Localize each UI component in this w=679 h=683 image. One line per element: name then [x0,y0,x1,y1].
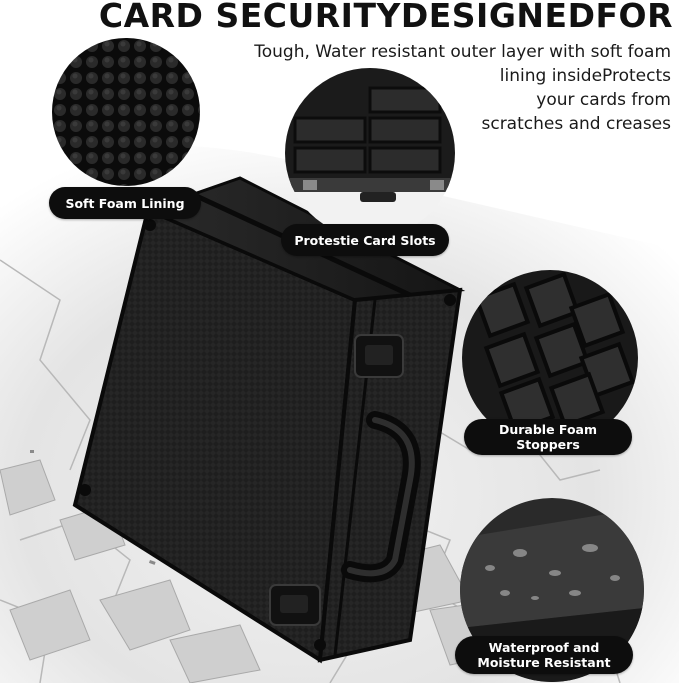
description-line: Tough, Water resistant outer layer with … [254,42,671,62]
soft-foam-lining-label: Soft Foam Lining [49,187,201,219]
card-slots-text: Protestie Card Slots [294,232,436,248]
foam-stoppers-text-line1: Durable Foam [498,422,598,437]
foam-stoppers-text-line2: Stoppers [516,437,580,452]
soft-foam-lining-text: Soft Foam Lining [65,195,185,211]
card-slots-photo [285,68,455,238]
feature-description: Tough, Water resistant outer layer with … [191,40,671,136]
waterproof-label: Waterproof and Moisture Resistant [455,636,633,674]
waterproof-text-line2: Moisture Resistant [477,655,611,670]
foam-stoppers-label: Durable Foam Stoppers [464,419,632,455]
description-line: scratches and creases [481,114,671,134]
foam-stoppers-photo [462,270,638,446]
headline: CARD SECURITYDESIGNEDFOR [98,0,673,35]
foam-lining-photo [52,38,200,186]
card-slots-label: Protestie Card Slots [281,224,449,256]
description-line: lining insideProtects [499,66,671,86]
waterproof-text-line1: Waterproof and [488,640,600,655]
description-line: your cards from [536,90,671,110]
